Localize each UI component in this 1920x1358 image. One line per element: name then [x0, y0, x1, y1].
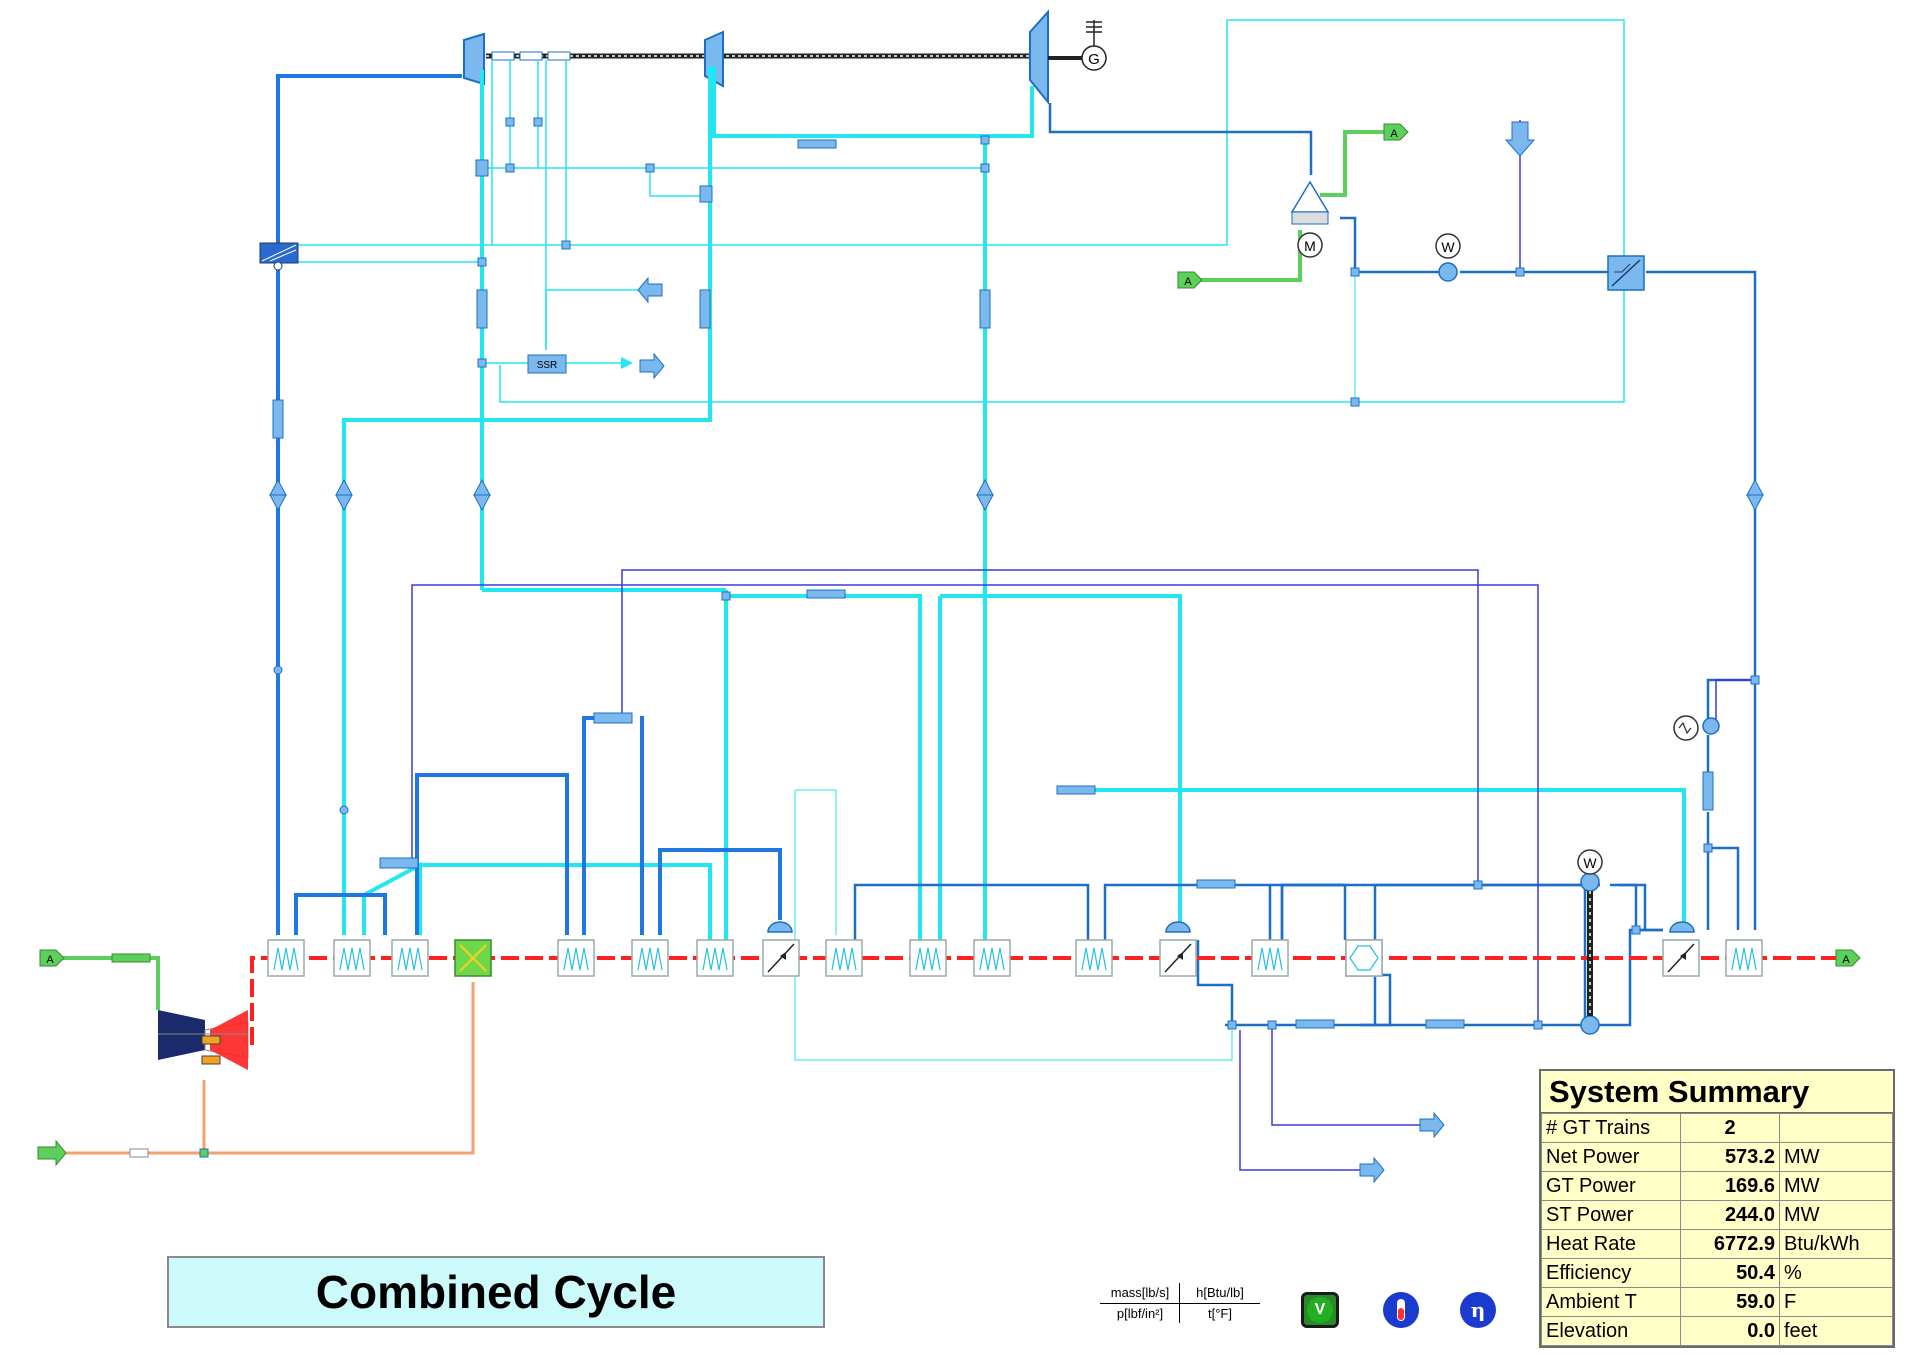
diagram-title: Combined Cycle [167, 1256, 825, 1328]
svg-text:A: A [1842, 954, 1850, 966]
evaporator-lp[interactable] [1662, 921, 1700, 977]
exhaust-gas-path [250, 956, 1840, 1045]
verify-icon[interactable]: V [1301, 1292, 1339, 1328]
generator[interactable]: G [1048, 20, 1107, 71]
stream-a-inlet[interactable]: A [39, 949, 65, 967]
summary-title: System Summary [1541, 1071, 1893, 1113]
svg-text:M: M [1304, 238, 1316, 254]
svg-text:W: W [1583, 855, 1597, 871]
legend-enthalpy: h[Btu/lb] [1196, 1285, 1244, 1300]
stop-valves[interactable] [269, 159, 1764, 512]
stream-legend: mass[lb/s] h[Btu/lb] p[lbf/in²] t[°F] [1100, 1283, 1260, 1325]
svg-text:A: A [1184, 276, 1192, 288]
svg-text:A: A [46, 954, 54, 966]
fuel-inlet-arrow[interactable] [37, 1139, 67, 1167]
feedwater-heater[interactable] [1607, 255, 1645, 291]
svg-text:SSR: SSR [537, 360, 558, 371]
svg-text:W: W [1441, 239, 1455, 255]
efficiency-icon[interactable]: η [1460, 1292, 1496, 1328]
control-lines [411, 120, 1755, 1171]
steam-export-arrows[interactable] [637, 276, 1445, 1184]
makeup-pump[interactable] [1673, 715, 1720, 741]
heat-recovery-exchanger[interactable] [1345, 939, 1383, 977]
evaporator-ip[interactable] [1159, 921, 1197, 977]
duct-burner[interactable] [454, 939, 492, 977]
stream-a-outlet[interactable]: A [1835, 949, 1861, 967]
fuel-lines [60, 982, 475, 1155]
evaporator-hp[interactable] [762, 921, 800, 977]
thermometer-icon[interactable] [1383, 1292, 1419, 1328]
lp-turbine[interactable] [1029, 9, 1049, 105]
thin-cyan-lines [794, 272, 1356, 1061]
ssr[interactable]: SSR [527, 354, 567, 374]
legend-pressure: p[lbf/in²] [1116, 1306, 1164, 1321]
seal-packing [491, 51, 571, 61]
svg-text:A: A [1390, 128, 1398, 140]
junction-nodes [199, 117, 1760, 1158]
stream-a-air-in[interactable]: A [1177, 271, 1203, 289]
feed-pump[interactable]: W [1577, 849, 1603, 1035]
lp-steam-lines [342, 66, 1686, 950]
condensate-pump[interactable]: W [1435, 233, 1461, 282]
stream-a-air-out[interactable]: A [1383, 123, 1409, 141]
makeup-water-arrow[interactable] [1504, 121, 1536, 157]
legend-mass: mass[lb/s] [1110, 1285, 1170, 1300]
hp-bypass-valve[interactable] [259, 242, 299, 271]
air-lines [62, 130, 1385, 1010]
legend-temperature: t[°F] [1208, 1306, 1232, 1321]
gas-turbine[interactable] [158, 1010, 249, 1070]
svg-text:G: G [1088, 51, 1100, 68]
condenser[interactable]: M [1290, 180, 1330, 258]
pipe-segments [111, 139, 1714, 1158]
hp-steam-lines [276, 74, 782, 935]
